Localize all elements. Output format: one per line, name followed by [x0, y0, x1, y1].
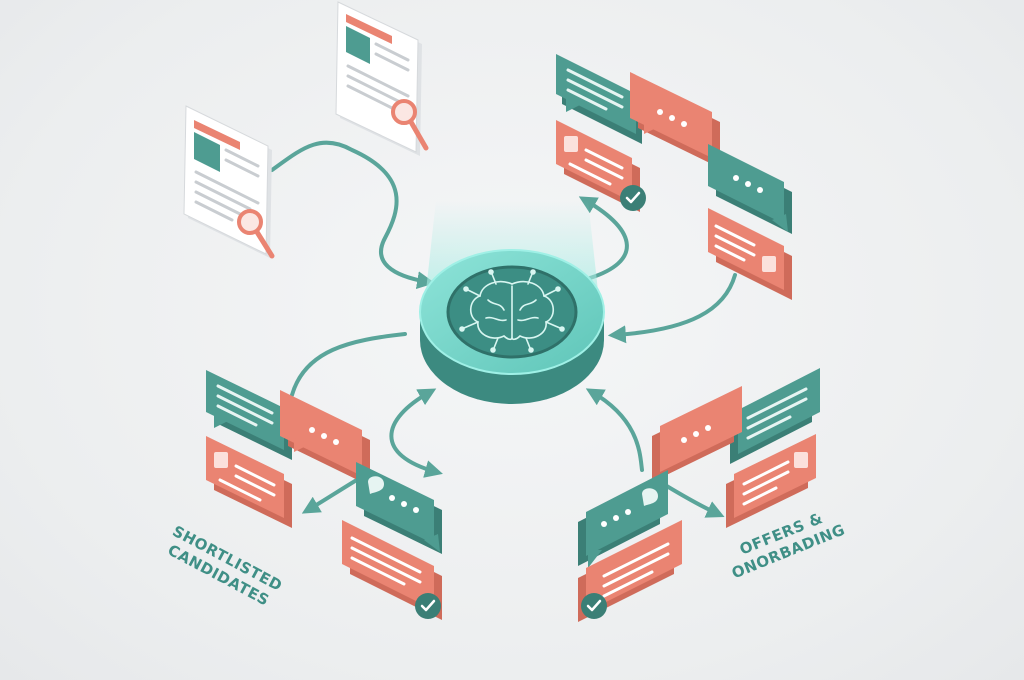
resume-document-top — [335, 1, 429, 156]
magnifier-icon — [237, 209, 275, 259]
message-cluster-left — [206, 370, 442, 620]
brain-circuit-icon — [459, 269, 565, 353]
arrow-hub-down-left — [389, 388, 443, 478]
arrow-cluster-to-offers — [663, 483, 725, 518]
candidate-card — [726, 434, 816, 528]
typing-bubble — [708, 144, 792, 234]
arrow-resume-to-hub — [270, 140, 436, 290]
typing-bubble — [280, 390, 370, 486]
arrow-messages-right-to-hub — [607, 273, 737, 344]
connector-arrows — [270, 140, 737, 518]
avatar-icon — [564, 136, 578, 152]
message-bubble — [206, 370, 292, 460]
candidate-card — [708, 208, 792, 300]
check-icon — [620, 185, 646, 211]
arrow-hub-to-left-cluster — [290, 332, 407, 397]
message-bubble — [556, 54, 642, 144]
avatar-icon — [214, 452, 228, 468]
avatar-icon — [762, 256, 776, 272]
check-icon — [415, 593, 441, 619]
resume-document-left — [183, 105, 275, 259]
arrow-cluster-to-shortlisted — [301, 476, 362, 514]
typing-bubble — [652, 386, 742, 482]
ai-hub — [419, 200, 605, 404]
magnifier-icon — [391, 99, 429, 151]
check-icon — [581, 593, 607, 619]
message-cluster-right — [578, 368, 820, 622]
candidate-card — [578, 520, 682, 622]
candidate-card — [342, 520, 442, 620]
avatar-icon — [794, 452, 808, 468]
chat-bubble — [578, 470, 668, 568]
candidate-card — [556, 120, 646, 212]
candidate-card — [206, 436, 292, 528]
arrow-hub-down-right — [585, 388, 644, 472]
message-cluster-top-right — [556, 54, 792, 300]
typing-bubble — [630, 72, 720, 168]
message-bubble — [730, 368, 820, 464]
arrow-hub-to-messages-top — [578, 196, 629, 280]
chat-bubble — [356, 462, 442, 554]
